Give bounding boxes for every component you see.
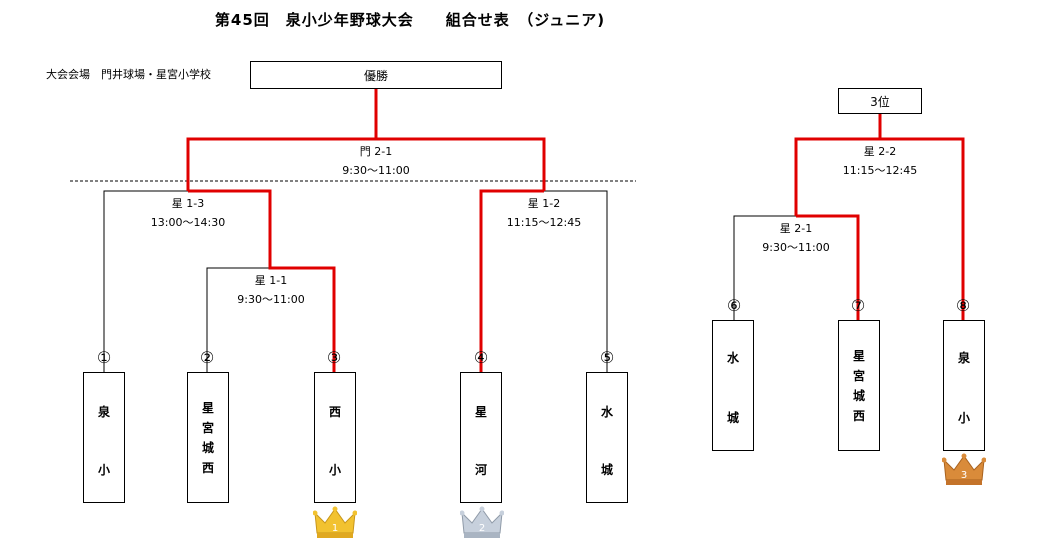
team-box-7: 星 宮 城 西 [838, 320, 880, 451]
champion-label: 優勝 [363, 68, 388, 83]
first-round-time: 9:30～11:00 [237, 293, 305, 306]
team-char: 河 [474, 463, 487, 477]
team-char: 城 [852, 389, 865, 403]
silver-crown-icon: 2 [460, 506, 504, 538]
team-char: 西 [201, 461, 214, 475]
team-number-5: ⑤ [599, 348, 615, 367]
team-box-3: 西 小 [314, 372, 356, 503]
team-char: 城 [201, 441, 214, 455]
team-char: 宮 [852, 369, 865, 383]
semi-right-time: 11:15～12:45 [506, 216, 582, 229]
crown-rank-1: 1 [332, 523, 338, 534]
team-number-3: ③ [326, 348, 342, 367]
team-char: 星 [201, 401, 214, 415]
semi-right-label: 星 1-2 [527, 197, 561, 210]
venue-text: 大会会場 門井球場・星宮小学校 [46, 68, 211, 81]
final-match-time: 9:30～11:00 [342, 164, 410, 177]
team-char: 泉 [97, 405, 110, 419]
team-char: 小 [328, 463, 341, 477]
final-match-label: 門 2-1 [359, 145, 393, 158]
team-char: 宮 [201, 421, 214, 435]
team-box-6: 水 城 [712, 320, 754, 451]
team-number-4: ④ [473, 348, 489, 367]
team-char: 水 [600, 405, 613, 419]
crown-rank-2: 2 [479, 523, 485, 534]
team-char: 城 [726, 411, 739, 425]
team-number-1: ① [96, 348, 112, 367]
team-char: 西 [852, 409, 865, 423]
team-number-8: ⑧ [955, 296, 971, 315]
team-number-7: ⑦ [850, 296, 866, 315]
team-number-6: ⑥ [726, 296, 742, 315]
first-round-label: 星 1-1 [254, 274, 288, 287]
third-final-label: 星 2-2 [863, 145, 897, 158]
team-box-2: 星 宮 城 西 [187, 372, 229, 503]
team-char: 小 [97, 463, 110, 477]
team-char: 星 [852, 349, 865, 363]
third-final-time: 11:15～12:45 [842, 164, 918, 177]
third-place-box: 3位 [838, 88, 922, 114]
third-place-label: 3位 [870, 94, 890, 109]
bracket-black-lines [103, 190, 796, 372]
team-char: 小 [957, 411, 970, 425]
team-char: 水 [726, 351, 739, 365]
team-char: 城 [600, 463, 613, 477]
team-box-1: 泉 小 [83, 372, 125, 503]
third-semi-label: 星 2-1 [779, 222, 813, 235]
gold-crown-icon: 1 [313, 506, 357, 538]
semi-left-label: 星 1-3 [171, 197, 205, 210]
team-number-2: ② [199, 348, 215, 367]
bronze-crown-icon: 3 [942, 453, 986, 485]
crown-rank-3: 3 [961, 470, 967, 481]
team-char: 西 [328, 405, 341, 419]
bracket-winner-lines [186, 89, 965, 372]
team-char: 星 [474, 405, 487, 419]
third-semi-time: 9:30～11:00 [762, 241, 830, 254]
team-char: 泉 [957, 351, 970, 365]
team-box-5: 水 城 [586, 372, 628, 503]
semi-left-time: 13:00～14:30 [150, 216, 226, 229]
page-title: 第45回 泉小少年野球大会 組合せ表 （ジュニア) [214, 11, 606, 29]
team-box-4: 星 河 [460, 372, 502, 503]
champion-box: 優勝 [250, 61, 502, 89]
team-box-8: 泉 小 [943, 320, 985, 451]
